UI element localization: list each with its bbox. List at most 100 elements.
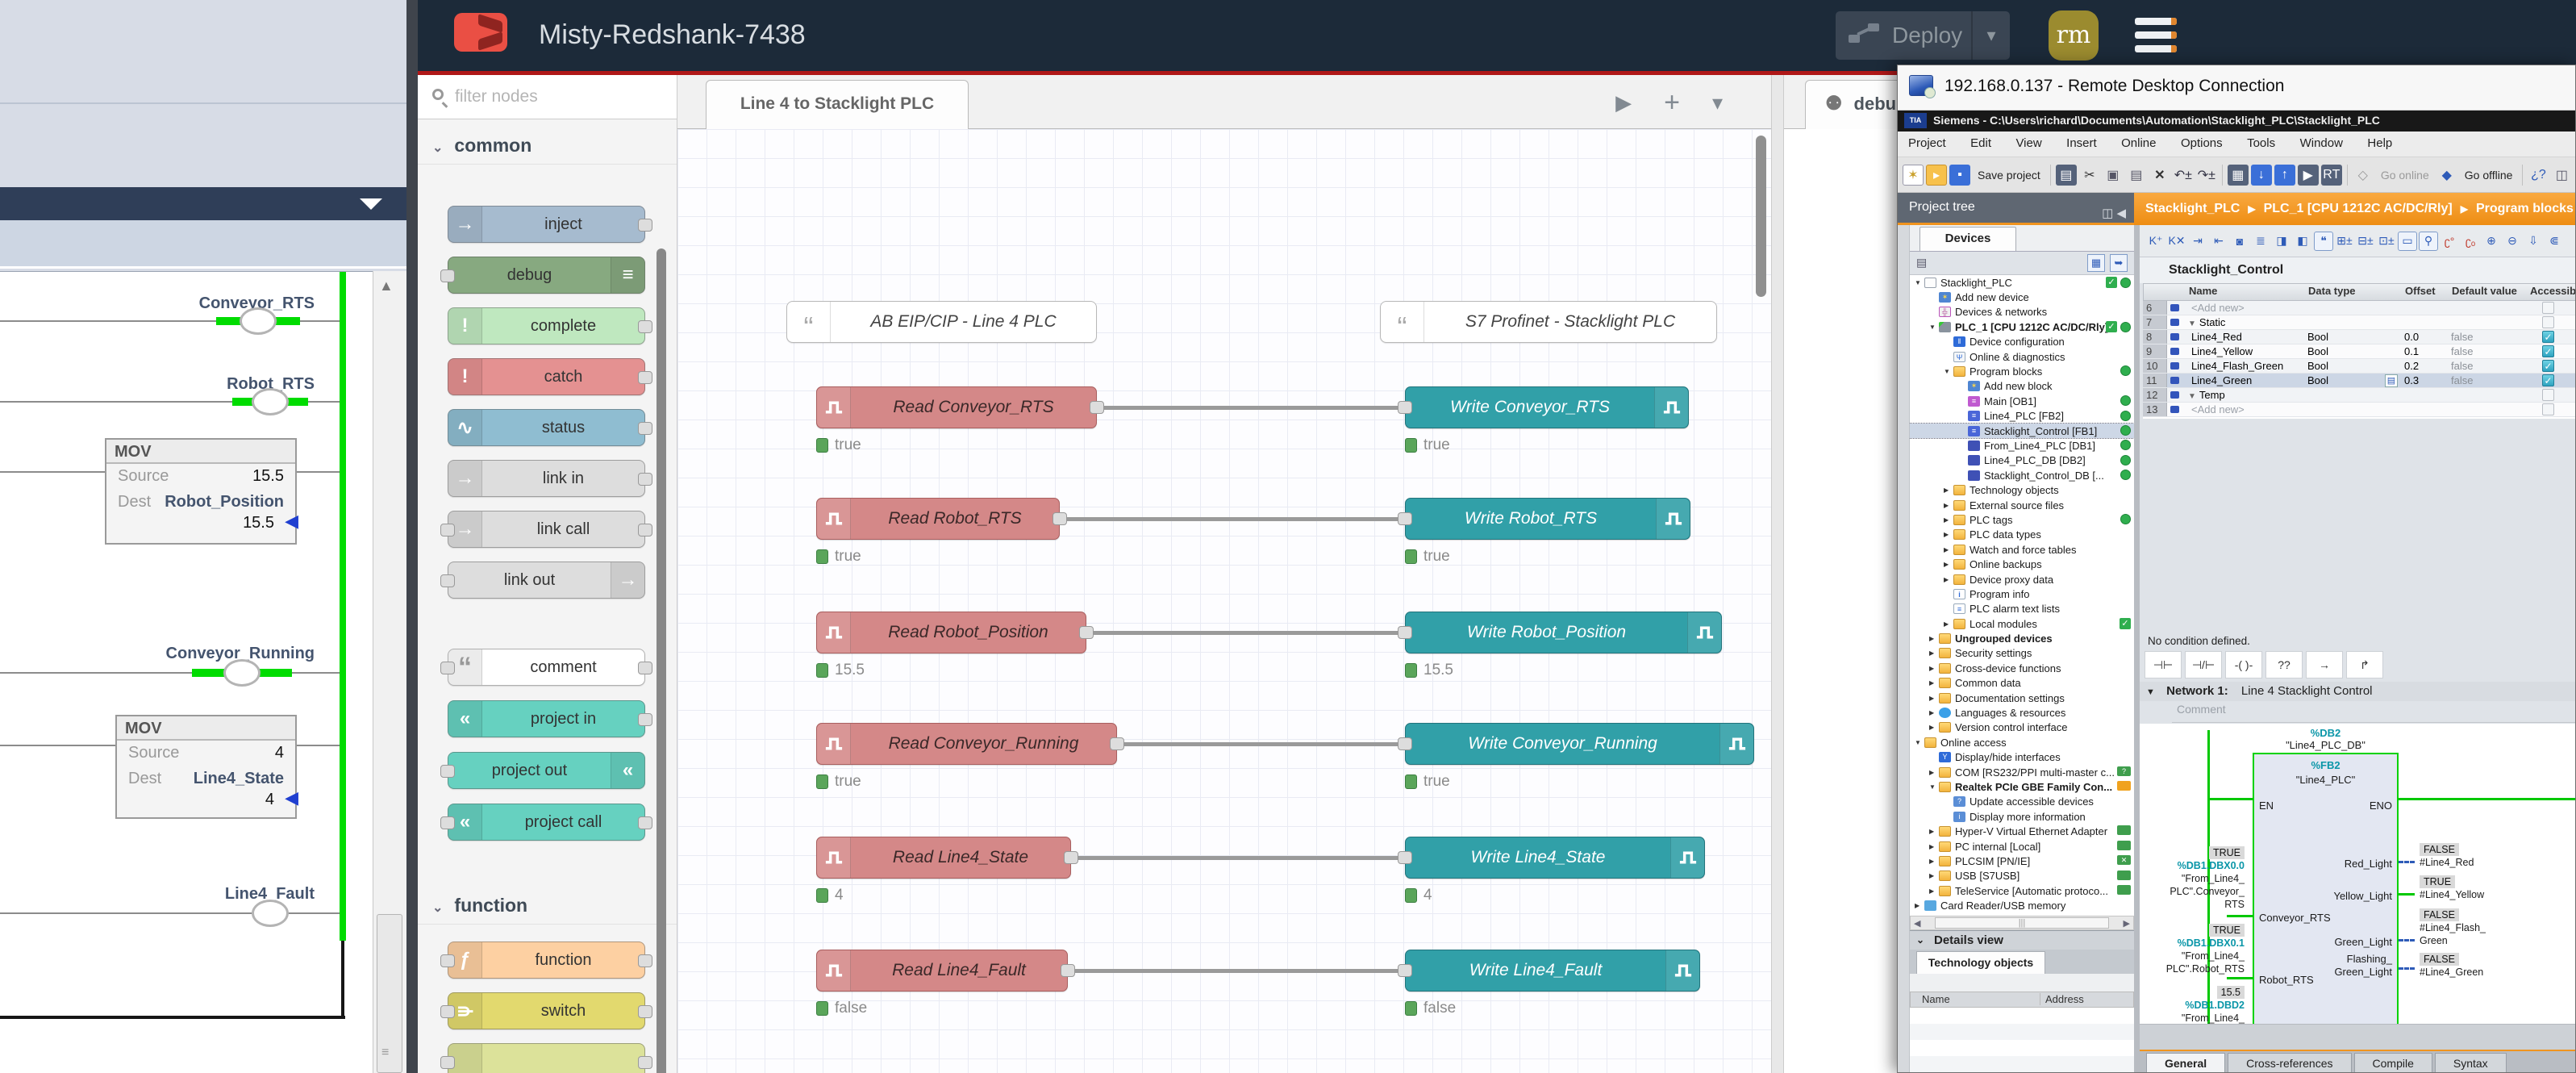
tree-item[interactable]: Devices & networks ✓ [1910,305,2134,319]
pin-label[interactable]: Conveyor_RTS [2259,912,2331,924]
keep-actual-icon[interactable]: ◙ [2236,234,2244,248]
fbd-output-operand[interactable]: FALSE #Line4_Red [2420,843,2474,868]
tree-expander-icon[interactable]: ▶ [1944,620,1949,628]
node-input-port[interactable] [440,662,455,674]
tag-default[interactable] [2448,301,2526,315]
rdp-titlebar[interactable]: 192.168.0.137 - Remote Desktop Connectio… [1898,65,2575,111]
pin-label[interactable]: Red_Light [2344,858,2392,870]
tree-item[interactable]: Add new block ✓ [1910,379,2134,394]
tag-default[interactable]: false [2451,345,2474,357]
tree-expander-icon[interactable]: ▶ [1929,694,1935,702]
tree-item[interactable]: ▶ Local modules ✓ [1910,616,2134,631]
new-project-icon[interactable]: ✶ [1903,164,1924,186]
inspector-tab[interactable]: Compile [2353,1053,2432,1072]
node-output-port[interactable] [638,422,652,435]
inspector-tab[interactable]: Syntax [2434,1053,2507,1072]
write-node[interactable]: Write Conveyor_Running [1398,723,1754,765]
tag-datatype[interactable]: Bool [2307,360,2329,372]
node-input-port[interactable] [1398,964,1412,977]
inspector-tab[interactable]: General [2146,1053,2226,1072]
lad-element-button[interactable]: ?? [2265,651,2303,678]
upload-icon[interactable]: ↑ [2274,164,2295,186]
tree-horizontal-scrollbar[interactable]: ◀ ||| ▶ [1910,916,2134,930]
tree-expander-icon[interactable]: ▶ [1929,857,1935,865]
fb-call-block[interactable]: %FB2 "Line4_PLC" EN ENO Conveyor_RTS Rob… [2253,753,2399,1024]
tree-expander-icon[interactable]: ▶ [1929,635,1935,643]
panel-splitter[interactable] [2134,225,2140,1072]
node-output-port[interactable] [638,371,652,384]
save-icon[interactable]: ▪ [1949,164,1970,186]
node-input-port[interactable] [440,269,455,282]
read-node[interactable]: Read Conveyor_Running [816,723,1124,765]
tree-item[interactable]: ▶ Technology objects ✓ [1910,482,2134,497]
palette-scrollbar[interactable] [657,248,666,1073]
palette-node[interactable]: ƒ function [440,941,652,979]
tree-item[interactable]: Program info ✓ [1910,587,2134,601]
lad-element-button[interactable]: -( )- [2225,651,2262,678]
flow-canvas[interactable]: “ AB EIP/CIP - Line 4 PLC “ S7 Profinet … [677,129,1771,1073]
tree-item[interactable]: Update accessible devices ✓ [1910,795,2134,809]
menu-item[interactable]: View [2015,136,2042,150]
tree-expander-icon[interactable]: ▶ [1929,664,1935,672]
node-output-port[interactable] [1052,512,1067,525]
tag-default[interactable]: false [2451,360,2474,372]
tree-item[interactable]: ▶ PLC data types ✓ [1910,528,2134,542]
fbd-output-operand[interactable]: FALSE #Line4_Green [2420,953,2484,978]
tree-item[interactable]: ▶ PLCSIM [PN/IE] ✕✓ [1910,854,2134,868]
collapse-panel-icons[interactable]: ◫ ◀ [2102,207,2126,220]
outdent-icon[interactable]: ⇤ [2214,234,2224,247]
table-row[interactable]: 7 ▼Static [2143,315,2575,330]
tree-expander-icon[interactable]: ▶ [1944,516,1949,524]
write-node[interactable]: Write Robot_RTS [1398,498,1690,540]
node-output-port[interactable] [1061,964,1075,977]
user-avatar[interactable]: rm [2049,10,2099,61]
palette-node[interactable]: → link call [440,511,652,548]
table-row[interactable]: 8 Line4_Red Bool 0.0 false ✓ [2143,330,2575,344]
tag-name[interactable]: ▼Static [2188,316,2226,328]
fbd-network-canvas[interactable]: %DB2 "Line4_PLC_DB" %FB2 "Line4_PLC" EN … [2140,724,2575,1024]
menu-item[interactable]: Insert [2066,136,2097,150]
tree-expander-icon[interactable]: ▼ [1915,738,1921,746]
undo-icon[interactable]: ↶± [2174,168,2192,182]
chevron-down-icon[interactable] [360,198,382,210]
write-node[interactable]: Write Line4_State [1398,837,1705,879]
project-tree-header[interactable]: Project tree ◫ ◀ [1898,193,2134,225]
save-project-label[interactable]: Save project [1978,168,2040,182]
network-header[interactable]: ▼ Network 1: Line 4 Stacklight Control [2140,682,2575,701]
call-structure-icon[interactable]: ⊟± [2357,234,2374,247]
flow-wire[interactable] [1068,969,1405,973]
ladder-scrollbar[interactable]: ▲ ≡ [373,271,406,1073]
palette-node[interactable]: ! catch [448,358,652,395]
node-output-port[interactable] [1064,851,1078,864]
tag-name[interactable]: Line4_Flash_Green [2191,360,2284,372]
node-input-port[interactable] [1398,512,1412,525]
tree-item[interactable]: Online & diagnostics ✓ [1910,349,2134,364]
tree-expander-icon[interactable]: ▶ [1944,486,1949,495]
lad-element-button[interactable]: → [2306,651,2343,678]
menu-item[interactable]: Help [2367,136,2393,150]
tag-datatype[interactable] [2304,301,2401,315]
details-view-header[interactable]: ⌄ Details view [1910,930,2134,950]
flow-wire[interactable] [1060,517,1405,521]
tab-devices[interactable]: Devices [1919,227,2016,251]
palette-node[interactable]: “ comment [440,649,652,686]
accessible-checkbox[interactable] [2542,316,2554,328]
download-icon[interactable]: ↓ [2250,164,2272,186]
lad-element-button[interactable]: ↱ [2346,651,2383,678]
tree-item[interactable]: ▼ Realtek PCIe GBE Family Con... ✓ [1910,779,2134,794]
tag-datatype[interactable]: Bool▤ [2304,374,2401,387]
menu-item[interactable]: Options [2180,136,2223,150]
tree-item[interactable]: ▶ Card Reader/USB memory ✓ [1910,898,2134,912]
scrollbar-thumb[interactable]: ||| [1935,917,2109,929]
output-coil[interactable] [252,900,289,927]
breadcrumb-item[interactable]: Program blocks [2475,202,2574,215]
node-output-port[interactable] [638,473,652,486]
palette-category-function[interactable]: ⌄function [418,886,677,925]
write-node[interactable]: Write Conveyor_RTS [1398,386,1689,428]
node-input-port[interactable] [440,574,455,587]
pin-label[interactable]: Flashing_ [2346,953,2392,965]
write-node[interactable]: Write Line4_Fault [1398,950,1700,992]
scrollbar-thumb[interactable] [377,914,402,1073]
palette-node[interactable]: → link out [440,562,645,599]
palette-node[interactable]: ≡ debug [440,257,645,294]
